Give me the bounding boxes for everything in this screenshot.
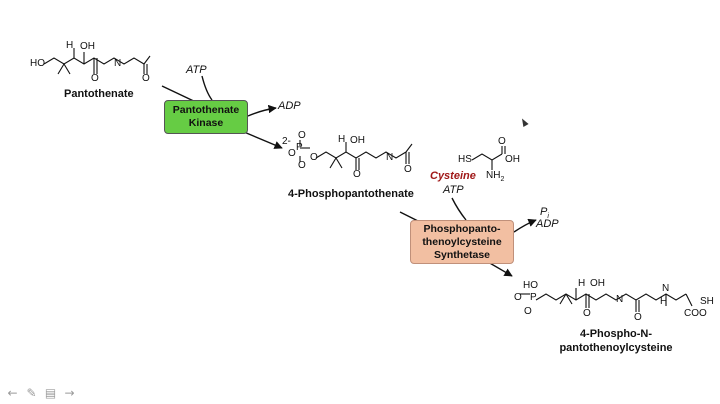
arrow-kinase-to-phosphopantothenate (243, 131, 283, 149)
enzyme-ppcs-line3: Synthetase (433, 248, 491, 261)
enzyme-ppcs-line2: thenoylcysteine (422, 235, 502, 248)
atom-h: H (338, 134, 346, 145)
atom-p: P (296, 142, 303, 153)
atom-o: O (634, 312, 642, 323)
atom-n: N (616, 294, 624, 305)
cysteine-structure (471, 146, 506, 170)
arrow-pi-adp-out-2 (513, 218, 537, 233)
atom-o: O (142, 73, 150, 84)
cofactor-atp-1: ATP (186, 64, 207, 76)
atom-o: O (91, 73, 99, 84)
slide-icon[interactable]: ▤ (44, 386, 57, 400)
atom-h: H (578, 278, 586, 289)
atom-o: O (583, 308, 591, 319)
atom-hs: HS (458, 154, 472, 165)
atom-o: O (298, 160, 306, 171)
atom-nh2: NH2 (486, 170, 505, 183)
compound-cysteine-label: Cysteine (430, 170, 476, 182)
atom-o: O (514, 292, 522, 303)
atom-h: H (66, 40, 74, 51)
atom-n: N (662, 283, 670, 294)
arrow-synthetase-to-product (487, 261, 513, 277)
cofactor-adp-2: ADP (536, 218, 559, 230)
compound-product-label-line2: pantothenoylcysteine (559, 342, 673, 354)
atom-coo: COO (684, 308, 707, 319)
cofactor-pi: Pi (540, 206, 549, 221)
cofactor-adp-1: ADP (278, 100, 301, 112)
enzyme-pantothenate-kinase-line2: Kinase (188, 117, 224, 129)
enzyme-ppcs-line1: Phosphopanto- (423, 222, 501, 235)
arrow-atp-in-2 (451, 197, 467, 221)
enzyme-pantothenate-kinase[interactable]: Pantothenate Kinase (164, 100, 248, 134)
atom-o: O (288, 148, 296, 159)
back-arrow-icon[interactable]: ← (7, 386, 18, 400)
arrow-atp-in-1 (201, 75, 213, 101)
arrow-adp-out-1 (247, 104, 277, 117)
cofactor-atp-2: ATP (443, 184, 464, 196)
compound-pantothenate-label: Pantothenate (64, 88, 134, 100)
atom-p: P (530, 292, 537, 303)
atom-o: O (404, 164, 412, 175)
phosphopantothenoylcysteine-structure (520, 288, 693, 312)
pen-icon[interactable]: ✎ (26, 386, 37, 400)
slide-toolbar: ← ✎ ▤ → (6, 386, 76, 400)
atom-charge-2minus: 2- (282, 136, 291, 147)
atom-sh: SH (700, 296, 714, 307)
atom-o: O (310, 152, 318, 163)
enzyme-phosphopantothenoylcysteine-synthetase[interactable]: Phosphopanto- thenoylcysteine Synthetase (410, 220, 514, 264)
atom-h: H (660, 296, 668, 307)
atom-o: O (353, 169, 361, 180)
pantothenate-structure (43, 48, 151, 75)
atom-ho: HO (523, 280, 538, 291)
atom-ho: HO (30, 58, 45, 69)
atom-oh: OH (350, 135, 365, 146)
atom-oh: OH (590, 278, 605, 289)
atom-oh: OH (505, 154, 520, 165)
atom-o: O (524, 306, 532, 317)
atom-oh: OH (80, 41, 95, 52)
forward-arrow-icon[interactable]: → (64, 386, 75, 400)
phosphopantothenate-structure (299, 140, 413, 170)
compound-product-label-line1: 4-Phospho-N- (579, 328, 653, 340)
compound-phosphopantothenate-label: 4-Phosphopantothenate (288, 188, 414, 200)
atom-o: O (298, 130, 306, 141)
atom-n: N (114, 58, 122, 69)
atom-n: N (386, 152, 394, 163)
enzyme-pantothenate-kinase-line1: Pantothenate (172, 104, 240, 116)
atom-o: O (498, 136, 506, 147)
